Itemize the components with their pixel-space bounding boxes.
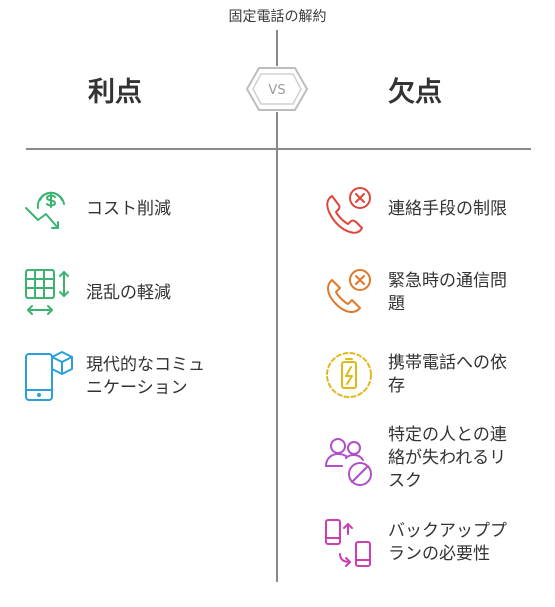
cons-item-emergency-line2: 題 [388,294,405,314]
cons-item-mobile: 携帯電話への依 存 [388,352,507,398]
devices-swap-icon [324,518,374,570]
battery-icon [324,350,374,400]
center-divider [276,112,278,582]
cons-item-emergency-line1: 緊急時の通信問 [388,271,507,291]
top-divider [276,30,278,66]
dollar-down-icon [24,186,72,234]
users-block-icon [324,436,374,488]
pros-heading: 利点 [88,77,142,108]
phone-x-icon [324,186,374,234]
vs-badge: VS [245,64,309,114]
cons-item-emergency: 緊急時の通信問 題 [388,270,507,316]
pros-item-confusion: 混乱の軽減 [86,283,171,303]
pros-item-modern-line1: 現代的なコミュ [86,355,205,375]
horizontal-divider [26,148,531,150]
pros-item-modern-line2: ニケーション [86,378,188,398]
cons-item-mobile-line2: 存 [388,376,405,396]
phone-cube-icon [24,350,74,402]
cons-item-limited: 連絡手段の制限 [388,199,507,219]
vs-label: VS [268,83,285,98]
phone-x-orange-icon [324,268,374,318]
cons-item-mobile-line1: 携帯電話への依 [388,353,507,373]
cons-item-backup: バックアッププ ランの必要性 [388,520,507,566]
pros-item-modern: 現代的なコミュ ニケーション [86,354,205,400]
cons-heading: 欠点 [388,77,442,108]
cons-item-risk-line1: 特定の人との連 [388,425,507,445]
diagram-title: 固定電話の解約 [228,9,327,25]
cons-item-backup-line1: バックアッププ [388,521,507,541]
cons-item-risk: 特定の人との連 絡が失われるリ スク [388,424,507,493]
cons-item-risk-line2: 絡が失われるリ [388,448,507,468]
table-arrows-icon [24,268,72,318]
cons-item-risk-line3: スク [388,471,422,491]
pros-item-cost: コスト削減 [86,199,171,219]
cons-item-backup-line2: ランの必要性 [388,544,490,564]
